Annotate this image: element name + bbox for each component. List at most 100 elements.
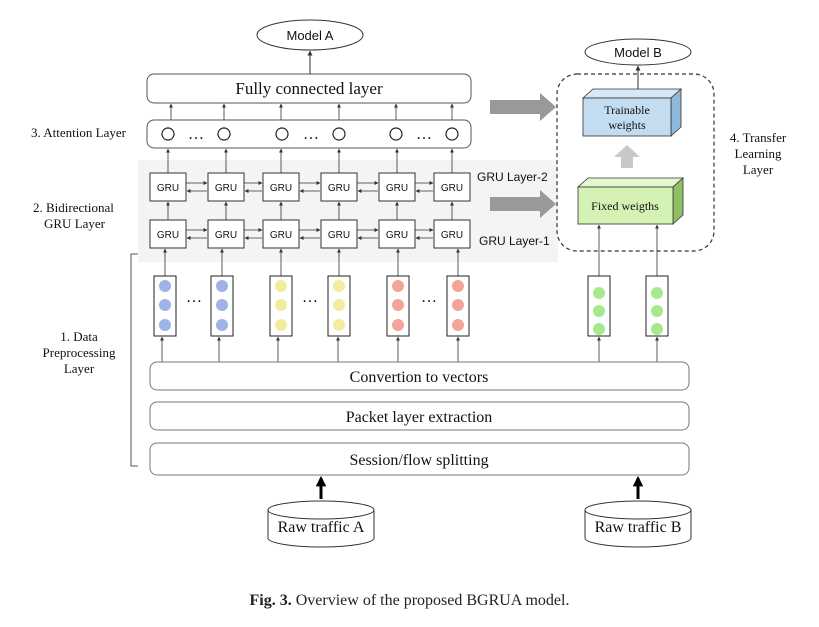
model-a-label: Model A xyxy=(287,28,334,43)
transfer-learning-label-line1: 4. Transfer xyxy=(730,130,787,145)
attention-ellipsis: … xyxy=(416,126,432,143)
vector-dot xyxy=(275,280,287,292)
svg-text:GRU: GRU xyxy=(386,230,408,241)
gru-cell: GRU xyxy=(207,219,245,249)
vector-dot xyxy=(452,299,464,311)
vector-ellipsis: … xyxy=(186,289,202,306)
session-flow-splitting-label: Session/flow splitting xyxy=(349,452,488,469)
vector-dot xyxy=(159,299,171,311)
raw-traffic-b-label: Raw traffic B xyxy=(595,519,682,536)
vector-red xyxy=(386,275,410,337)
svg-text:GRU: GRU xyxy=(441,230,463,241)
svg-text:GRU: GRU xyxy=(157,183,179,194)
fixed-weights-label: Fixed weigths xyxy=(591,199,659,213)
vector-dot xyxy=(593,305,605,317)
gru-to-attention-arrows xyxy=(166,148,454,173)
attention-node xyxy=(217,127,231,141)
vector-ellipsis: … xyxy=(421,289,437,306)
attention-nodes xyxy=(161,127,459,141)
gru-cell: GRU xyxy=(320,172,358,202)
trainable-weights-block xyxy=(581,88,683,137)
bidirectional-gru-label-line1: 2. Bidirectional xyxy=(33,200,114,215)
vector-yellow xyxy=(327,275,351,337)
vector-dot xyxy=(159,319,171,331)
fixed-to-trainable-arrow xyxy=(614,145,640,168)
attention-ellipsis: … xyxy=(303,126,319,143)
attention-node xyxy=(445,127,459,141)
raw-traffic-b-database xyxy=(584,500,692,548)
feature-vectors xyxy=(153,275,669,337)
svg-text:GRU: GRU xyxy=(386,183,408,194)
data-preprocessing-label-line2: Preprocessing xyxy=(43,345,116,360)
gru-cell: GRU xyxy=(149,219,187,249)
gru-cell: GRU xyxy=(433,219,471,249)
gru-cell: GRU xyxy=(207,172,245,202)
vector-dot xyxy=(333,299,345,311)
vector-to-gru-arrows xyxy=(163,248,460,276)
svg-text:GRU: GRU xyxy=(328,183,350,194)
gru-layer1-to-layer2-arrows xyxy=(166,201,454,220)
transfer-learning-label-line2: Learning xyxy=(735,146,782,161)
gru-cell: GRU xyxy=(262,219,300,249)
transfer-arrow-upper xyxy=(490,93,556,121)
gru-cell: GRU xyxy=(378,172,416,202)
vector-green xyxy=(645,275,669,337)
model-b-node xyxy=(584,38,692,66)
vector-dot xyxy=(593,323,605,335)
conversion-to-vector-arrows xyxy=(160,336,659,362)
trainable-weights-label-line2: weights xyxy=(608,118,646,132)
transfer-learning-label-line3: Layer xyxy=(743,162,774,177)
packet-layer-extraction-label: Packet layer extraction xyxy=(346,409,493,426)
vector-yellow xyxy=(269,275,293,337)
vector-red xyxy=(446,275,470,337)
vector-dot xyxy=(651,305,663,317)
gru-cell: GRU xyxy=(262,172,300,202)
figure-caption-text: Overview of the proposed BGRUA model. xyxy=(295,592,570,609)
transfer-arrow-lower xyxy=(490,190,556,218)
attention-node xyxy=(161,127,175,141)
raw-traffic-a-label: Raw traffic A xyxy=(278,519,365,536)
attention-ellipsis: … xyxy=(188,126,204,143)
vector-blue xyxy=(153,275,177,337)
svg-text:GRU: GRU xyxy=(215,230,237,241)
fixed-weights-block xyxy=(576,177,685,225)
vector-dot xyxy=(275,319,287,331)
svg-text:GRU: GRU xyxy=(270,230,292,241)
model-b-label: Model B xyxy=(614,45,662,60)
gru-layer-1-connections xyxy=(186,228,434,240)
figure-caption-label: Fig. 3. xyxy=(249,592,292,609)
vector-dot xyxy=(593,287,605,299)
gru-cell: GRU xyxy=(149,172,187,202)
attention-layer xyxy=(146,119,472,149)
transfer-learning-region xyxy=(556,73,715,252)
vector-blue xyxy=(210,275,234,337)
fully-connected-layer xyxy=(146,73,472,104)
vector-dot xyxy=(651,323,663,335)
gru-layer-2-connections xyxy=(186,181,434,193)
vector-dot xyxy=(333,280,345,292)
gru-cell: GRU xyxy=(433,172,471,202)
svg-text:GRU: GRU xyxy=(157,230,179,241)
packet-layer-extraction-layer xyxy=(149,401,690,431)
svg-text:GRU: GRU xyxy=(441,183,463,194)
vector-dot xyxy=(159,280,171,292)
gru-layer-2: GRU GRU GRU GRU GRU GRU xyxy=(149,172,471,202)
attention-to-fc-arrows xyxy=(169,103,454,120)
conversion-to-vectors-label: Convertion to vectors xyxy=(350,369,489,386)
vector-green xyxy=(587,275,611,337)
attention-node xyxy=(275,127,289,141)
vector-dot xyxy=(216,299,228,311)
vector-dot xyxy=(392,299,404,311)
vector-dot xyxy=(392,319,404,331)
bidirectional-gru-label-line2: GRU Layer xyxy=(44,216,106,231)
vector-dot xyxy=(651,287,663,299)
figure-caption: Fig. 3. Overview of the proposed BGRUA m… xyxy=(0,592,819,610)
data-preprocessing-label-line3: Layer xyxy=(64,361,95,376)
raw-traffic-a-database xyxy=(267,500,375,548)
attention-layer-label: 3. Attention Layer xyxy=(31,125,127,140)
model-a-node xyxy=(256,19,364,51)
gru-layer-2-label: GRU Layer-2 xyxy=(477,170,548,184)
data-preprocessing-bracket xyxy=(130,253,138,467)
attention-node xyxy=(332,127,346,141)
